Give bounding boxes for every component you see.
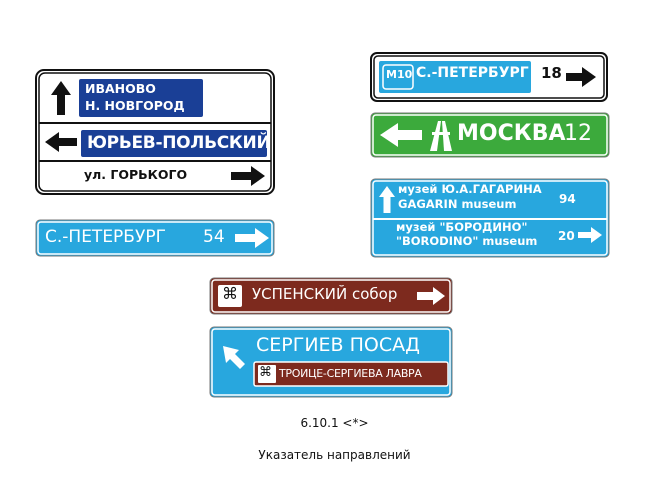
cultural-heritage-icon: ⌘ xyxy=(222,284,238,303)
sign4-distance2-text: 20 xyxy=(558,229,575,243)
arrow-right-icon xyxy=(578,227,602,243)
sign5-distance-text: 54 xyxy=(203,227,225,247)
sign7-city-text: СЕРГИЕВ ПОСАД xyxy=(256,334,420,356)
sign2-distance-text: 18 xyxy=(541,64,562,82)
sign2-route-text: М10 xyxy=(386,68,413,81)
sign4-gagarin-en-text: GAGARIN museum xyxy=(398,197,517,211)
sign7-sub-text: ТРОИЦЕ-СЕРГИЕВА ЛАВРА xyxy=(279,367,422,380)
sign4-gagarin-ru-text: музей Ю.А.ГАГАРИНА xyxy=(398,182,542,196)
sign4-borodino-ru-text: музей "БОРОДИНО" xyxy=(396,220,528,234)
direction-sign-spb xyxy=(35,219,275,257)
sign5-city-text: С.-ПЕТЕРБУРГ xyxy=(45,227,166,247)
sign3-distance-text: 12 xyxy=(564,121,592,146)
direction-sign-sergiev-posad xyxy=(209,326,453,398)
figure-title: Указатель направлений xyxy=(258,448,411,462)
sign6-label-text: УСПЕНСКИЙ собор xyxy=(252,285,398,303)
arrow-up-icon xyxy=(379,186,395,213)
sign1-gorkogo-text: ул. ГОРЬКОГО xyxy=(84,167,188,182)
arrow-up-icon xyxy=(51,81,71,115)
direction-sign-cathedral xyxy=(209,277,453,315)
direction-sign-moscow xyxy=(370,112,610,158)
sign2-city-text: С.-ПЕТЕРБУРГ xyxy=(416,65,529,81)
direction-sign-m10 xyxy=(370,52,608,102)
arrow-up-left-icon xyxy=(223,346,245,369)
motorway-icon xyxy=(430,121,452,151)
arrow-right-icon xyxy=(235,228,269,248)
arrow-right-icon xyxy=(566,67,596,87)
sign4-distance1-text: 94 xyxy=(559,192,576,206)
sign1-yuryev-text: ЮРЬЕВ-ПОЛЬСКИЙ xyxy=(87,133,271,153)
direction-sign-ivanovo xyxy=(35,69,275,195)
sign1-nnovgorod-text: Н. НОВГОРОД xyxy=(85,98,185,113)
sign4-borodino-en-text: "BORODINO" museum xyxy=(396,234,538,248)
direction-sign-museums xyxy=(370,178,610,258)
sign1-ivanovo-text: ИВАНОВО xyxy=(85,81,156,96)
arrow-right-icon xyxy=(231,166,265,186)
arrow-left-icon xyxy=(45,132,77,152)
cultural-heritage-icon: ⌘ xyxy=(259,365,272,380)
arrow-right-icon xyxy=(417,287,445,305)
arrow-left-icon xyxy=(380,123,422,147)
sign3-city-text: МОСКВА xyxy=(457,121,566,146)
figure-code: 6.10.1 <*> xyxy=(300,416,369,430)
